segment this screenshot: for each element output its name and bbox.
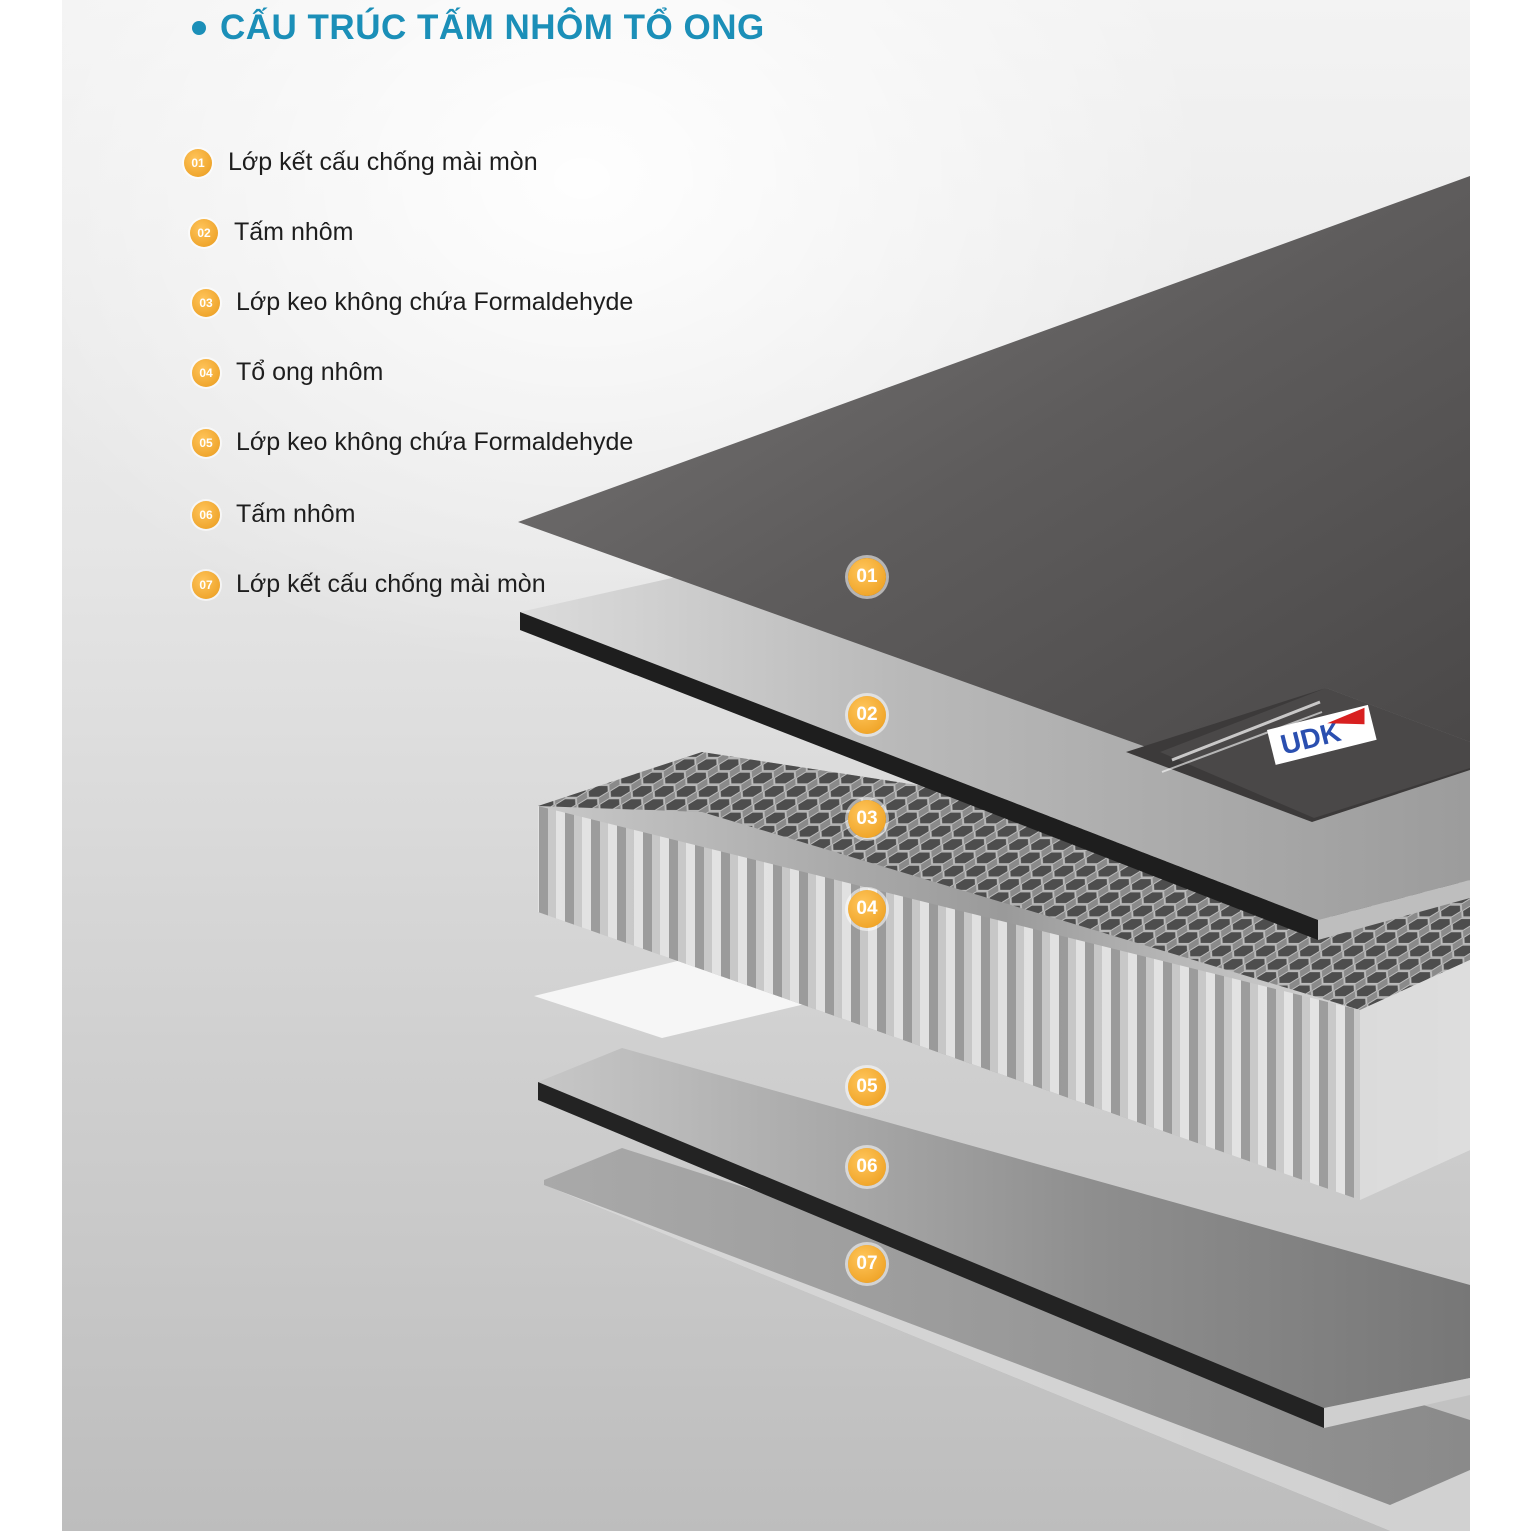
legend-badge: 01 xyxy=(184,148,212,177)
legend-label: Lớp kết cấu chống mài mòn xyxy=(228,148,538,176)
callout-01: 01 xyxy=(848,558,886,596)
legend-badge: 06 xyxy=(192,500,220,529)
layer-stack-illustration: UDK xyxy=(518,176,1470,1531)
page-title: CẤU TRÚC TẤM NHÔM TỔ ONG xyxy=(220,8,765,47)
callout-05: 05 xyxy=(848,1068,886,1106)
legend-item-02: 02 Tấm nhôm xyxy=(190,218,353,247)
legend-badge: 02 xyxy=(190,218,218,247)
legend-badge: 03 xyxy=(192,288,220,317)
legend-item-06: 06 Tấm nhôm xyxy=(192,500,355,529)
legend-item-07: 07 Lớp kết cấu chống mài mòn xyxy=(192,570,546,599)
legend-label: Tấm nhôm xyxy=(236,500,356,528)
legend-badge: 04 xyxy=(192,358,220,387)
callout-02: 02 xyxy=(848,696,886,734)
legend-label: Lớp kết cấu chống mài mòn xyxy=(236,570,546,598)
title-bar: CẤU TRÚC TẤM NHÔM TỔ ONG xyxy=(192,8,765,48)
legend-item-01: 01 Lớp kết cấu chống mài mòn xyxy=(184,148,538,177)
callout-07: 07 xyxy=(848,1245,886,1283)
callout-03: 03 xyxy=(848,800,886,838)
legend-label: Lớp keo không chứa Formaldehyde xyxy=(236,428,634,456)
legend-badge: 05 xyxy=(192,428,220,457)
callout-06: 06 xyxy=(848,1148,886,1186)
diagram-canvas: UDK CẤU TRÚC TẤM NHÔM TỔ ONG 01 Lớp kết … xyxy=(62,0,1470,1531)
legend-label: Tấm nhôm xyxy=(234,218,354,246)
callout-04: 04 xyxy=(848,890,886,928)
legend-label: Lớp keo không chứa Formaldehyde xyxy=(236,288,634,316)
legend-item-03: 03 Lớp keo không chứa Formaldehyde xyxy=(192,288,633,317)
legend-badge: 07 xyxy=(192,570,220,599)
legend-label: Tổ ong nhôm xyxy=(236,358,384,386)
bullet-icon xyxy=(192,21,206,35)
legend-item-04: 04 Tổ ong nhôm xyxy=(192,358,383,387)
legend-item-05: 05 Lớp keo không chứa Formaldehyde xyxy=(192,428,633,457)
